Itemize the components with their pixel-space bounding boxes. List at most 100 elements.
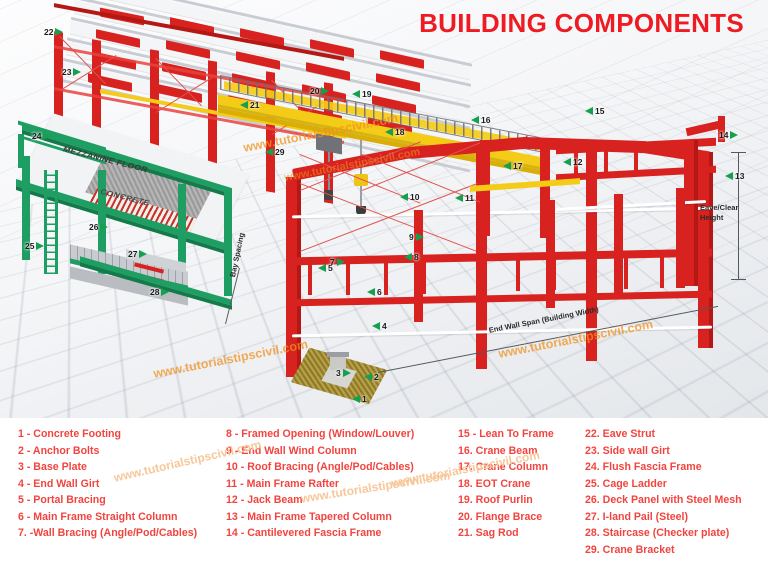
callout-number: 20 — [310, 86, 320, 96]
callout-arrow-icon — [400, 193, 408, 201]
legend-item: 5 - Portal Bracing — [18, 494, 106, 506]
callout-number: 21 — [250, 100, 260, 110]
callout-arrow-icon — [265, 148, 273, 156]
callout-number: 7 — [330, 257, 335, 267]
callout-17: 17 — [503, 161, 522, 171]
callout-arrow-icon — [404, 253, 412, 261]
callout-11: 11 — [455, 193, 474, 203]
callout-20: 20 — [310, 86, 330, 96]
callout-number: 12 — [573, 157, 583, 167]
callout-number: 4 — [382, 321, 387, 331]
callout-29: 29 — [265, 147, 284, 157]
callout-9: 9 — [409, 232, 424, 242]
callout-number: 27 — [128, 249, 138, 259]
callout-28: 28 — [150, 287, 170, 297]
callout-arrow-icon — [100, 223, 109, 231]
callout-number: 29 — [275, 147, 285, 157]
legend-item: 13 - Main Frame Tapered Column — [226, 510, 392, 523]
callout-1: 1 — [352, 394, 367, 404]
callout-arrow-icon — [318, 264, 326, 272]
callout-number: 3 — [336, 368, 341, 378]
legend-column-1: 1 - Concrete Footing 2 - Anchor Bolts 3 … — [18, 428, 226, 557]
callout-number: 9 — [409, 232, 414, 242]
isometric-building-diagram: Bay Spacing End Wall Span (Building Widt… — [0, 0, 768, 418]
callout-number: 18 — [395, 127, 405, 137]
callout-number: 1 — [362, 394, 367, 404]
callout-number: 28 — [150, 287, 160, 297]
legend-item: 2 - Anchor Bolts — [18, 444, 100, 457]
callout-number: 24 — [32, 131, 42, 141]
callout-arrow-icon — [730, 131, 739, 139]
callout-number: 11 — [465, 193, 474, 203]
cage-ladder — [44, 170, 58, 274]
callout-arrow-icon — [372, 322, 380, 330]
callout-arrow-icon — [415, 233, 424, 241]
callout-arrow-icon — [342, 369, 351, 377]
legend-item: 3 - Base Plate — [18, 461, 87, 473]
legend-item: 6 - Main Frame Straight Column — [18, 510, 178, 523]
legend-column-4: 22. Eave Strut 23. Side wall Girt 24. Fl… — [585, 428, 765, 557]
callout-arrow-icon — [364, 373, 372, 381]
interior-columns — [400, 170, 730, 360]
legend-item: 14 - Cantilevered Fascia Frame — [226, 527, 382, 539]
callout-number: 16 — [481, 115, 491, 125]
lean-to-frame — [556, 96, 736, 316]
legend-item: 26. Deck Panel with Steel Mesh — [585, 494, 742, 506]
legend-item: 29. Crane Bracket — [585, 543, 675, 556]
callout-arrow-icon — [367, 288, 375, 296]
callout-number: 10 — [410, 192, 420, 202]
eave-height-label-2: Height — [700, 213, 724, 222]
callout-16: 16 — [471, 115, 490, 125]
mezzanine-assembly — [10, 113, 250, 318]
legend-column-2: 8 - Framed Opening (Window/Louver) 9 - E… — [226, 428, 458, 557]
legend-item: 28. Staircase (Checker plate) — [585, 527, 730, 539]
eave-height-line — [738, 152, 740, 280]
legend-item: 21. Sag Rod — [458, 527, 519, 539]
callout-number: 15 — [595, 106, 605, 116]
legend-item: 12 - Jack Beam — [226, 494, 303, 506]
callout-2: 2 — [364, 372, 379, 382]
callout-arrow-icon — [73, 68, 82, 76]
legend-item: 23. Side wall Girt — [585, 444, 670, 457]
legend-item: 18. EOT Crane — [458, 477, 531, 490]
callout-number: 2 — [374, 372, 379, 382]
callout-number: 25 — [25, 241, 35, 251]
legend: 1 - Concrete Footing 2 - Anchor Bolts 3 … — [0, 418, 768, 563]
legend-item: 22. Eave Strut — [585, 428, 656, 440]
callout-number: 5 — [328, 263, 333, 273]
eave-height-label: Eave/Clear — [700, 203, 739, 212]
callout-arrow-icon — [240, 101, 248, 109]
callout-18: 18 — [385, 127, 404, 137]
callout-24: 24 — [32, 131, 52, 141]
callout-4: 4 — [372, 321, 387, 331]
callout-12: 12 — [563, 157, 582, 167]
callout-arrow-icon — [55, 28, 64, 36]
callout-10: 10 — [400, 192, 419, 202]
legend-item: 15 - Lean To Frame — [458, 428, 554, 440]
callout-number: 17 — [513, 161, 523, 171]
crane-columns — [470, 140, 590, 250]
legend-item: 17. Crane Column — [458, 461, 549, 473]
callout-arrow-icon — [336, 258, 345, 266]
legend-item: 4 - End Wall Girt — [18, 477, 100, 490]
legend-item: 11 - Main Frame Rafter — [226, 477, 340, 490]
callout-8: 8 — [404, 252, 419, 262]
callout-number: 19 — [362, 89, 372, 99]
callout-3: 3 — [336, 368, 351, 378]
callout-arrow-icon — [471, 116, 479, 124]
callout-arrow-icon — [503, 162, 511, 170]
legend-item: 19. Roof Purlin — [458, 494, 533, 506]
legend-item: 16. Crane Beam — [458, 444, 538, 457]
callout-arrow-icon — [563, 158, 571, 166]
callout-22: 22 — [44, 27, 64, 37]
callout-6: 6 — [367, 287, 382, 297]
callout-arrow-icon — [139, 250, 148, 258]
callout-arrow-icon — [161, 288, 170, 296]
legend-item: 8 - Framed Opening (Window/Louver) — [226, 428, 415, 440]
legend-item: 25. Cage Ladder — [585, 477, 667, 490]
legend-item: 10 - Roof Bracing (Angle/Pod/Cables) — [226, 461, 414, 473]
callout-21: 21 — [240, 100, 259, 110]
callout-14: 14 — [719, 130, 739, 140]
callout-arrow-icon — [585, 107, 593, 115]
